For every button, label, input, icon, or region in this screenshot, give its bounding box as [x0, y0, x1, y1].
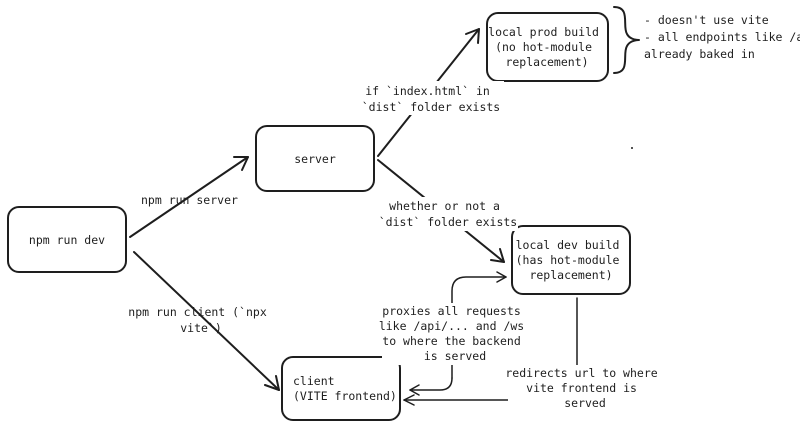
node-local-dev-build-line-1: local dev build	[516, 238, 620, 252]
annotation-prod-notes: - doesn't use vite - all endpoints like …	[644, 13, 800, 61]
node-client-line-1: client	[293, 374, 335, 388]
node-npm-run-dev: npm run dev	[7, 206, 127, 273]
edge-proxies-bidirectional	[409, 271, 507, 396]
node-local-dev-build: local dev build (has hot-module replacem…	[511, 225, 631, 295]
node-client-line-2: (VITE frontend)	[293, 389, 397, 403]
svg-text:client (VITE frontend): client (VITE frontend)	[293, 374, 397, 403]
node-local-prod-build-line-2: (no hot-module	[495, 40, 592, 54]
edge-npm-run-server	[129, 156, 249, 238]
node-server: server	[255, 125, 375, 192]
node-server-label: server	[294, 152, 336, 166]
svg-text:local dev build (has hot: local dev build (has hot-module replacem…	[516, 238, 627, 282]
curly-brace-icon	[613, 6, 640, 74]
svg-text:server: server	[294, 152, 336, 166]
node-local-dev-build-line-3: replacement)	[529, 268, 612, 282]
node-client: client (VITE frontend)	[281, 356, 401, 421]
label-npm-run-server: npm run server	[141, 193, 238, 207]
stray-dot	[631, 147, 633, 149]
label-whether-or-not: whether or not a `dist` folder exists	[379, 199, 517, 229]
label-if-index-exists: if `index.html` in `dist` folder exists	[362, 84, 500, 114]
node-local-dev-build-line-2: (has hot-module	[516, 253, 620, 267]
node-local-prod-build: local prod build (no hot-module replacem…	[486, 12, 609, 82]
svg-text:npm run dev: npm run dev	[29, 233, 105, 247]
label-npm-run-client: npm run client (`npx vite`)	[128, 305, 273, 335]
node-npm-run-dev-label: npm run dev	[29, 233, 105, 247]
label-proxies: proxies all requests like /api/... and /…	[379, 304, 531, 363]
edge-npm-run-client	[133, 251, 280, 391]
node-local-prod-build-line-3: replacement)	[505, 55, 588, 69]
node-local-prod-build-line-1: local prod build	[488, 25, 599, 39]
label-redirects: redirects url to where vite frontend is …	[505, 366, 664, 410]
svg-text:local prod build (no hot: local prod build (no hot-module replacem…	[488, 25, 606, 69]
